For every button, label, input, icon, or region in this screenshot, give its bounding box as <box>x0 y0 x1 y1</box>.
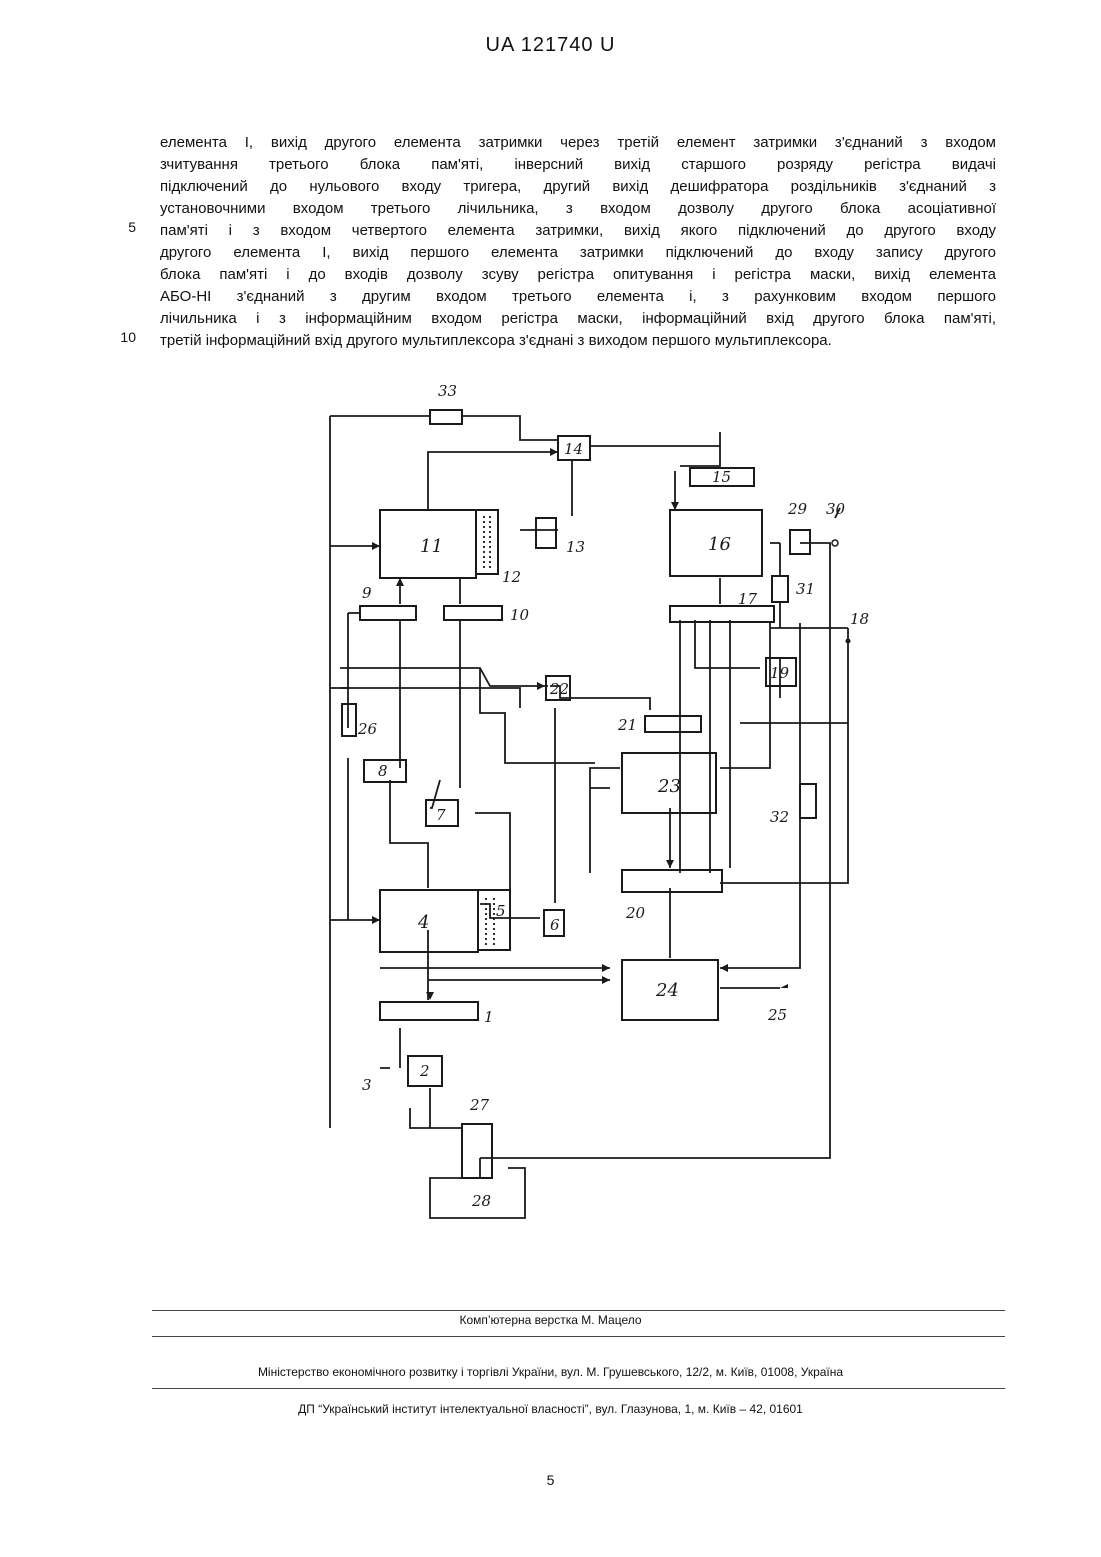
text-line: АБО-НІ з'єднаний з другим входом третьог… <box>160 286 996 308</box>
label-33: 33 <box>438 382 457 400</box>
text-line: елемента І, вихід другого елемента затри… <box>160 132 996 154</box>
block-17 <box>670 606 774 622</box>
label-18: 18 <box>850 610 869 628</box>
label-25: 25 <box>767 1006 787 1024</box>
label-2: 2 <box>419 1062 430 1080</box>
block-13 <box>536 518 556 548</box>
label-28: 28 <box>471 1192 491 1210</box>
label-7: 7 <box>436 806 446 824</box>
block-31 <box>772 576 788 602</box>
label-15: 15 <box>712 468 731 486</box>
arrowheads <box>372 448 788 1000</box>
block-20 <box>622 870 722 892</box>
line-number: 5 <box>110 219 136 235</box>
block-32 <box>800 784 816 818</box>
text-line: установочними входом третього лічильника… <box>160 198 996 220</box>
label-27: 27 <box>469 1096 490 1114</box>
text-line: третій інформаційний вхід другого мульти… <box>160 330 996 352</box>
block-27 <box>462 1124 492 1178</box>
text-line: пам'яті і з входом четвертого елемента з… <box>160 220 996 242</box>
label-9: 9 <box>362 584 372 602</box>
label-17: 17 <box>738 590 758 608</box>
label-31: 31 <box>796 580 815 598</box>
block-21 <box>645 716 701 732</box>
layout-credit: Комп’ютерна верстка М. Мацело <box>0 1313 1101 1327</box>
line-number: 10 <box>110 329 136 345</box>
label-4: 4 <box>417 912 429 933</box>
text-line: лічильника і з інформаційним входом регі… <box>160 308 996 330</box>
ministry-address: Міністерство економічного розвитку і тор… <box>0 1365 1101 1379</box>
label-10: 10 <box>510 606 530 624</box>
block-1 <box>380 1002 478 1020</box>
label-11: 11 <box>420 536 443 557</box>
label-14: 14 <box>564 440 583 458</box>
block-26 <box>342 704 356 736</box>
label-30: 30 <box>826 500 846 518</box>
footer-rule <box>152 1310 1005 1311</box>
label-8: 8 <box>378 762 388 780</box>
label-6: 6 <box>550 916 560 934</box>
label-21: 21 <box>617 716 637 734</box>
institute-address: ДП “Український інститут інтелектуальної… <box>0 1402 1101 1416</box>
label-24: 24 <box>655 980 679 1001</box>
claim-text: елемента І, вихід другого елемента затри… <box>160 132 996 352</box>
label-12: 12 <box>502 568 521 586</box>
label-1: 1 <box>484 1008 494 1026</box>
label-5: 5 <box>496 902 506 920</box>
label-20: 20 <box>625 904 646 922</box>
block-29 <box>790 530 810 554</box>
text-line: підключений до нульового входу тригера, … <box>160 176 996 198</box>
text-line: блока пам'яті і до входів дозволу зсуву … <box>160 264 996 286</box>
label-19: 19 <box>770 664 790 682</box>
block-9 <box>360 606 416 620</box>
text-line: другого елемента І, вихід першого елемен… <box>160 242 996 264</box>
block-33 <box>430 410 462 424</box>
block-diagram: 33 14 15 11 12 13 16 29 30 31 17 18 9 10… <box>300 368 880 1228</box>
document-number: UA 121740 U <box>0 34 1101 57</box>
diagram-blocks <box>342 410 816 1178</box>
footer-rule <box>152 1336 1005 1337</box>
page-number: 5 <box>0 1472 1101 1488</box>
label-22: 22 <box>549 680 569 698</box>
label-32: 32 <box>770 808 789 826</box>
label-13: 13 <box>566 538 585 556</box>
label-16: 16 <box>708 534 731 555</box>
label-26: 26 <box>357 720 378 738</box>
text-line: зчитування третього блока пам'яті, інвер… <box>160 154 996 176</box>
label-29: 29 <box>787 500 808 518</box>
block-diagram-svg: 33 14 15 11 12 13 16 29 30 31 17 18 9 10… <box>300 368 880 1228</box>
block-10 <box>444 606 502 620</box>
label-23: 23 <box>657 776 681 797</box>
label-3: 3 <box>362 1076 372 1094</box>
block-12 <box>476 510 498 574</box>
footer-rule <box>152 1388 1005 1389</box>
